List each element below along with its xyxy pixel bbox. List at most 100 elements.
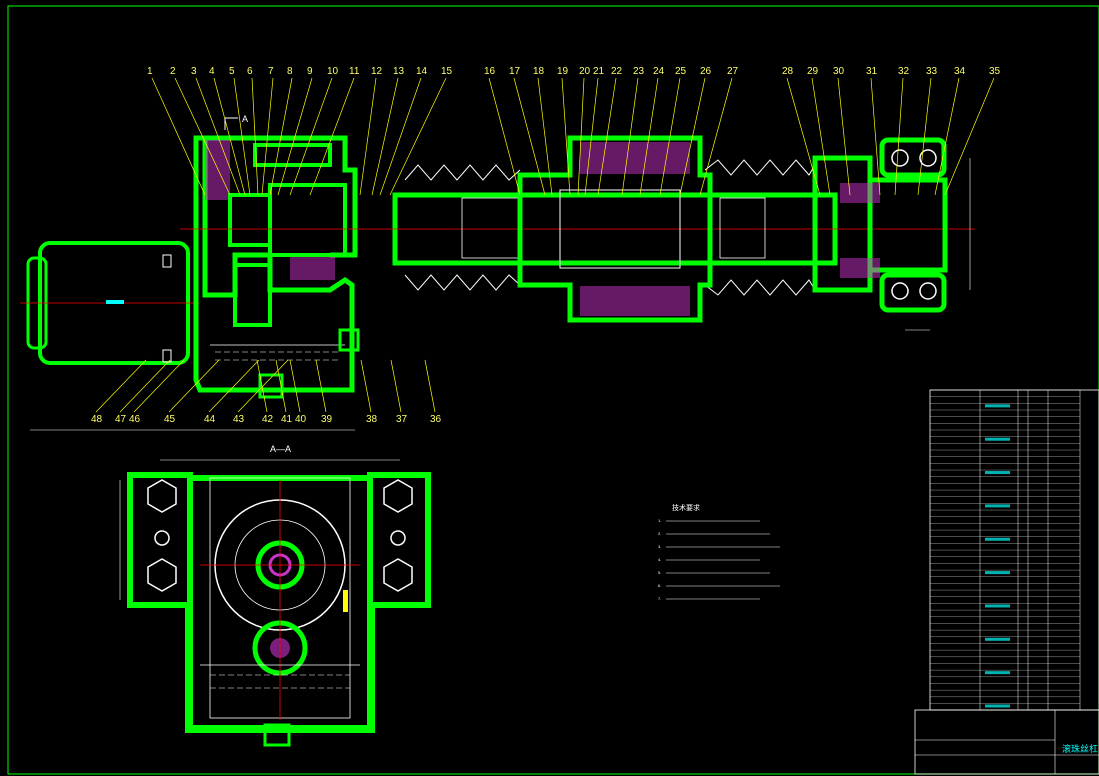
leader-line (894, 77, 904, 196)
note-line: 4. (658, 557, 661, 562)
note-line: 5. (658, 570, 661, 575)
title-block-name: 滚珠丝杠 (1062, 743, 1098, 754)
leader-line (309, 77, 355, 196)
note-line: 3. (658, 544, 661, 549)
part-label-top: 31 (866, 66, 878, 77)
note-line: 7. (658, 596, 661, 601)
part-label-top: 29 (807, 66, 819, 77)
leader-line (944, 77, 995, 196)
part-label-top: 16 (484, 66, 496, 77)
part-label-bottom: 37 (396, 414, 408, 425)
part-label-bottom: 45 (164, 414, 176, 425)
leader-line (917, 77, 932, 196)
nut-carriage (517, 135, 713, 323)
parts-list-table (929, 389, 1099, 711)
bellows-right-top (704, 159, 816, 176)
motor (20, 241, 200, 365)
gearbox-housing (193, 135, 360, 399)
part-label-top: 4 (209, 66, 215, 77)
leader-line (837, 77, 851, 196)
leader-lines-top (151, 77, 995, 196)
leader-line (389, 77, 447, 196)
part-label-bottom: 43 (233, 414, 245, 425)
note-line: 2. (658, 531, 661, 536)
bellows-left-bottom (404, 274, 521, 291)
part-label-top: 18 (533, 66, 545, 77)
part-label-top: 19 (557, 66, 569, 77)
note-line: 6. (658, 583, 661, 588)
leader-line (269, 77, 293, 196)
leader-line (261, 77, 274, 196)
part-label-top: 20 (579, 66, 591, 77)
leader-line (870, 77, 881, 196)
section-label-top: A (242, 114, 248, 124)
leader-line (513, 77, 546, 196)
part-label-top: 9 (307, 66, 313, 77)
screw-shaft (180, 159, 975, 296)
part-label-bottom: 40 (295, 414, 307, 425)
bellows-right-bottom (704, 279, 816, 296)
part-label-top: 32 (898, 66, 910, 77)
leader-line (174, 77, 231, 196)
part-label-bottom: 47 (115, 414, 127, 425)
part-label-top: 33 (926, 66, 938, 77)
part-label-top: 34 (954, 66, 966, 77)
part-label-top: 1 (147, 66, 153, 77)
part-label-bottom: 41 (281, 414, 293, 425)
section-view-aa: A—A (119, 444, 431, 747)
part-label-top: 35 (989, 66, 1001, 77)
part-label-top: 27 (727, 66, 739, 77)
part-label-top: 24 (653, 66, 665, 77)
leader-line (621, 77, 639, 196)
leader-line (679, 77, 706, 196)
leader-line (379, 77, 422, 196)
notes-title: 技术要求 (672, 503, 700, 512)
part-label-bottom: 36 (430, 414, 442, 425)
leader-line (371, 77, 399, 196)
part-label-top: 5 (229, 66, 235, 77)
section-view-label: A—A (270, 444, 291, 454)
leader-line (251, 77, 259, 196)
leader-line (289, 77, 333, 196)
part-label-top: 2 (170, 66, 176, 77)
part-label-top: 10 (327, 66, 339, 77)
leader-line (639, 77, 659, 196)
leader-line (537, 77, 553, 196)
part-label-top: 30 (833, 66, 845, 77)
main-view (20, 135, 975, 431)
part-label-bottom: 48 (91, 414, 103, 425)
part-label-top: 14 (416, 66, 428, 77)
part-label-top: 25 (675, 66, 687, 77)
part-label-top: 11 (349, 66, 360, 77)
leader-line (577, 77, 585, 196)
leader-line (359, 77, 377, 196)
part-label-top: 23 (633, 66, 645, 77)
part-label-bottom: 38 (366, 414, 378, 425)
part-label-top: 17 (509, 66, 521, 77)
leader-line (659, 77, 681, 196)
title-block: 滚珠丝杠 (914, 709, 1099, 775)
drawing-frame (7, 5, 1099, 775)
bellows-left-top (404, 164, 521, 181)
note-line: 1. (658, 518, 661, 523)
part-label-top: 7 (268, 66, 274, 77)
section-marker: A (224, 114, 248, 130)
part-label-top: 15 (441, 66, 453, 77)
leader-line (151, 77, 206, 196)
leader-line (786, 77, 821, 196)
part-label-top: 22 (611, 66, 623, 77)
part-label-top: 28 (782, 66, 794, 77)
technical-notes: 技术要求 1. 2. 3. 4. 5. 6. 7. (658, 503, 780, 601)
part-label-top: 8 (287, 66, 293, 77)
part-label-bottom: 44 (204, 414, 216, 425)
leader-line (277, 77, 313, 196)
leader-line (699, 77, 733, 196)
leader-line (195, 77, 241, 196)
leader-line (811, 77, 831, 196)
part-label-top: 12 (371, 66, 383, 77)
leader-line (584, 77, 599, 196)
thread-section (559, 189, 681, 269)
